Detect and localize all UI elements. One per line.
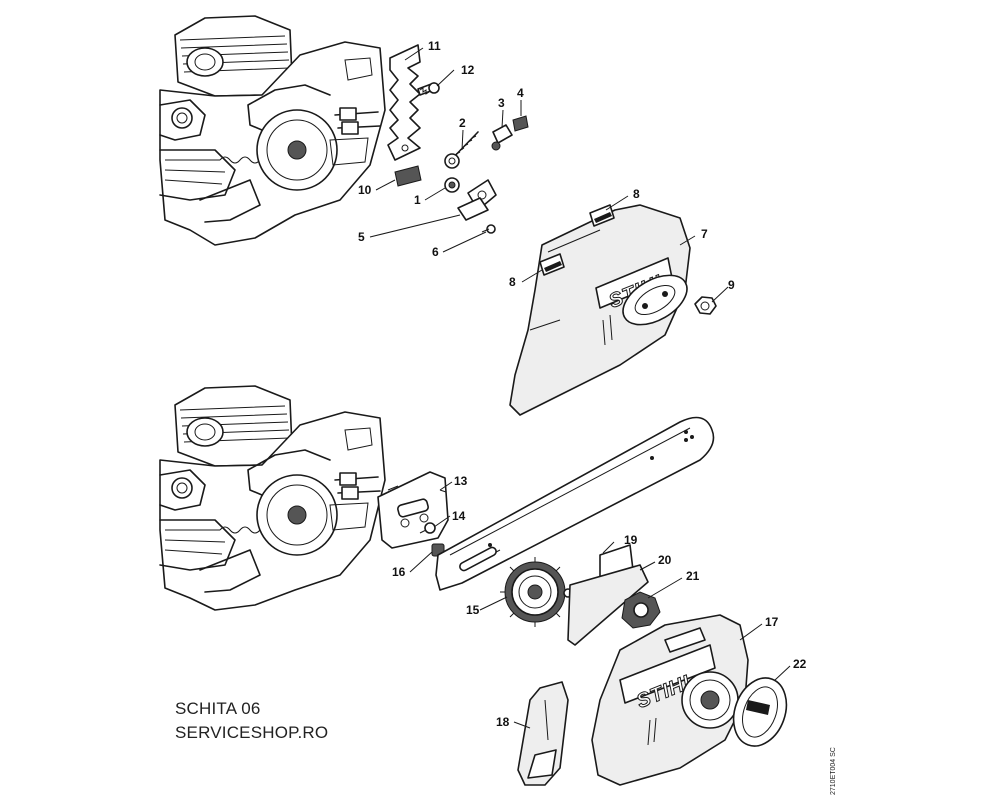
part-20-plate (567, 564, 649, 646)
part-11-spike-plate (387, 44, 421, 161)
label-6: 6 (432, 245, 439, 259)
part-14-screw (419, 522, 436, 534)
label-17: 17 (765, 615, 779, 629)
part-21-knob (621, 591, 661, 629)
part-3-tensioner-nut (491, 124, 513, 151)
part-4-slider (512, 115, 529, 132)
part-8-pad-upper (589, 204, 615, 227)
label-9: 9 (728, 278, 735, 292)
label-12: 12 (461, 63, 475, 77)
label-13: 13 (454, 474, 468, 488)
caption-schema: SCHITA 06 (175, 699, 261, 718)
label-20: 20 (658, 553, 672, 567)
label-21: 21 (686, 569, 700, 583)
label-4: 4 (517, 86, 524, 100)
part-18-bracket (517, 681, 569, 786)
part-6-screw (481, 224, 496, 234)
label-15: 15 (466, 603, 480, 617)
label-19: 19 (624, 533, 638, 547)
label-7: 7 (701, 227, 708, 241)
part-5-bracket (457, 179, 497, 221)
label-10: 10 (358, 183, 372, 197)
label-16: 16 (392, 565, 406, 579)
label-2: 2 (459, 116, 466, 130)
guide-bar (435, 416, 715, 591)
label-1: 1 (414, 193, 421, 207)
part-7-sprocket-cover: STIHL (509, 204, 691, 416)
label-18: 18 (496, 715, 510, 729)
part-15-sprocket (500, 557, 570, 627)
leader-lines (369, 47, 791, 729)
label-8-lower: 8 (509, 275, 516, 289)
engine-housing-bottom (159, 385, 386, 611)
part-17-sprocket-cover: STIHL (591, 614, 749, 786)
label-22: 22 (793, 657, 807, 671)
part-2-tensioner-screw (444, 131, 479, 169)
engine-housing-top (159, 15, 386, 246)
label-11: 11 (428, 39, 441, 53)
part-10-pad (394, 165, 422, 187)
part-8-pad-lower (539, 253, 565, 276)
label-3: 3 (498, 96, 505, 110)
part-22-cap (732, 677, 788, 747)
part-number-labels: 11 12 3 4 2 10 1 5 6 8 7 8 9 13 14 16 15… (358, 39, 807, 729)
label-5: 5 (358, 230, 365, 244)
drawing-code: 2710ET004 SC (830, 747, 837, 795)
caption-website: SERVICESHOP.RO (175, 723, 329, 742)
part-1-gear (444, 177, 460, 193)
label-14: 14 (452, 509, 466, 523)
part-12-screw (417, 82, 440, 96)
part-9-nut (694, 296, 717, 315)
label-8-upper: 8 (633, 187, 640, 201)
part-13-side-plate (377, 471, 449, 549)
